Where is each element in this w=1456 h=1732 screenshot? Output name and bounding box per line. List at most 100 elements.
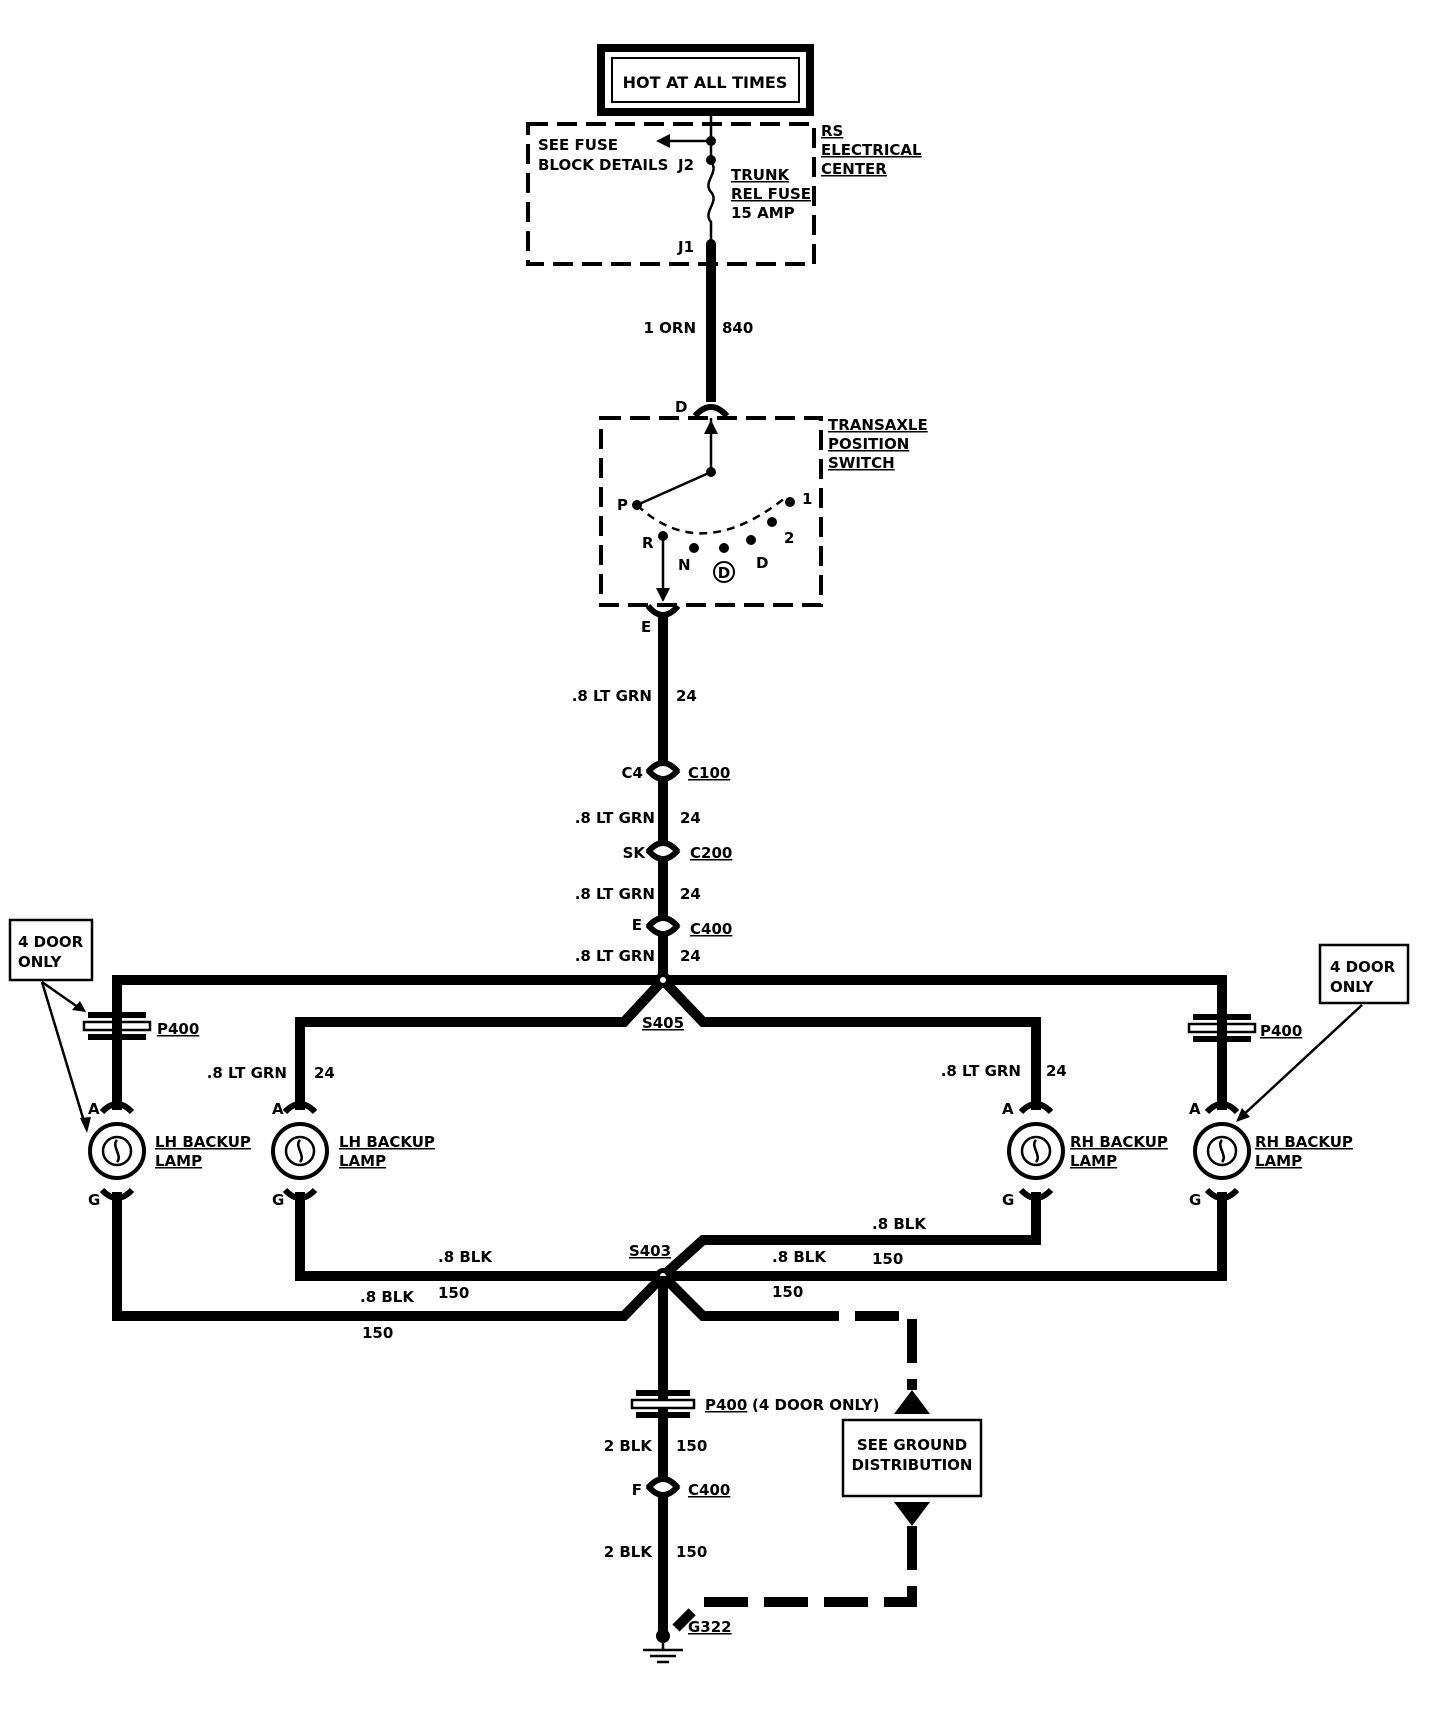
c100-pin: C4: [622, 764, 643, 782]
p400-ground-note: (4 DOOR ONLY): [752, 1396, 880, 1414]
lamp-2-name-2: LAMP: [339, 1152, 386, 1170]
blk-inner-left-label: .8 BLK: [438, 1248, 493, 1266]
blk-inner-right-label: .8 BLK: [872, 1215, 927, 1233]
bulb-icon: [114, 1139, 120, 1163]
wire-24-label-1: .8 LT GRN: [572, 687, 652, 705]
wire-24-label-6: .8 LT GRN: [941, 1062, 1021, 1080]
wire-24-circuit-5: 24: [314, 1064, 335, 1082]
bulb-icon: [1033, 1139, 1039, 1163]
wire-24-circuit-4: 24: [680, 947, 701, 965]
fuse-label-1: TRUNK: [731, 166, 791, 184]
c150-outer-right: 150: [872, 1250, 903, 1268]
arrow-left-icon: [656, 134, 670, 148]
g322-label: G322: [688, 1618, 732, 1636]
lamp-3-name-2: LAMP: [1070, 1152, 1117, 1170]
switch-pos-od: D: [718, 564, 730, 582]
bulb-icon: [297, 1139, 303, 1163]
p400-right-label: P400: [1260, 1022, 1302, 1040]
connector-c400-ground: F C400: [632, 1476, 730, 1499]
switch-pos-n: N: [678, 556, 691, 574]
fuse-block: SEE FUSE BLOCK DETAILS J2 J1 TRUNK REL F…: [526, 112, 922, 266]
blk-outer-left-label: .8 BLK: [360, 1288, 415, 1306]
c400-ground-pin: F: [632, 1481, 642, 1499]
lamp-lh-outer: A G LH BACKUP LAMP: [88, 1100, 251, 1209]
hot-at-all-times-label: HOT AT ALL TIMES: [623, 73, 788, 92]
main-ground-gauge-2: 2 BLK: [604, 1543, 654, 1561]
wire-24-circuit-3: 24: [680, 885, 701, 903]
lamp-2-pin-a: A: [272, 1100, 284, 1118]
lamp-3-pin-g: G: [1002, 1191, 1014, 1209]
c400-pin: E: [632, 916, 642, 934]
wire-24-label-5: .8 LT GRN: [207, 1064, 287, 1082]
splice-s403: S403: [112, 1192, 1227, 1321]
j1-label: J1: [677, 238, 694, 256]
main-ground-circuit-2: 150: [676, 1543, 707, 1561]
note-4-door-left: 4 DOOR ONLY: [8, 918, 94, 1133]
switch-pos-r: R: [642, 534, 654, 552]
main-ground-gauge-1: 2 BLK: [604, 1437, 654, 1455]
lamp-1-pin-a: A: [88, 1100, 100, 1118]
center-label-2: ELECTRICAL: [821, 141, 922, 159]
wire-840-circuit: 840: [722, 319, 753, 337]
c150-outer-left-b: 150: [362, 1324, 393, 1342]
wire-24-circuit-1: 24: [676, 687, 697, 705]
lamp-1-name-2: LAMP: [155, 1152, 202, 1170]
fuse-icon: [707, 161, 715, 244]
hot-at-all-times-box: HOT AT ALL TIMES: [597, 44, 814, 116]
c100-label: C100: [688, 764, 730, 782]
fuse-label-2: REL FUSE: [731, 185, 811, 203]
ground-g322: G322: [643, 1618, 732, 1664]
c400-ground-label: C400: [688, 1481, 730, 1499]
note-4-door-right: 4 DOOR ONLY: [1236, 943, 1410, 1122]
lamp-4-name-1: RH BACKUP: [1255, 1133, 1353, 1151]
blk-outer-right-label: .8 BLK: [772, 1248, 827, 1266]
center-label-1: RS: [821, 122, 843, 140]
lamp-rh-outer: A G RH BACKUP LAMP: [1189, 1100, 1353, 1209]
p400-left: P400: [82, 1012, 199, 1040]
p400-left-label: P400: [157, 1020, 199, 1038]
switch-pin-e: E: [641, 618, 651, 636]
lamp-rh-inner: A G RH BACKUP LAMP: [1002, 1100, 1168, 1209]
switch-label-1: TRANSAXLE: [828, 416, 928, 434]
lamp-3-name-1: RH BACKUP: [1070, 1133, 1168, 1151]
switch-pos-2: 2: [784, 529, 794, 547]
splice-s405: S405: [112, 972, 1227, 1110]
wire-24-label-2: .8 LT GRN: [575, 809, 655, 827]
s403-label: S403: [629, 1242, 671, 1260]
c150-outer-left-a: 150: [438, 1284, 469, 1302]
switch-pos-p: P: [617, 496, 628, 514]
note-left-line1: 4 DOOR: [18, 933, 84, 951]
center-label-3: CENTER: [821, 160, 887, 178]
switch-label-2: POSITION: [828, 435, 909, 453]
switch-pin-d: D: [675, 398, 687, 416]
c400-label: C400: [690, 920, 732, 938]
see-fuse-label-1: SEE FUSE: [538, 136, 618, 154]
p400-right: P400: [1187, 1014, 1302, 1042]
wire-24-label-3: .8 LT GRN: [575, 885, 655, 903]
arrow-down-icon: [656, 588, 670, 602]
c200-label: C200: [690, 844, 732, 862]
lamp-1-name-1: LH BACKUP: [155, 1133, 251, 1151]
j2-label: J2: [677, 156, 694, 174]
switch-pos-1: 1: [802, 490, 812, 508]
lamp-3-pin-a: A: [1002, 1100, 1014, 1118]
lamp-4-pin-a: A: [1189, 1100, 1201, 1118]
arrow-up-icon: [704, 420, 718, 434]
fuse-label-3: 15 AMP: [731, 204, 795, 222]
ground-dist-line-2: DISTRIBUTION: [852, 1456, 973, 1474]
p400-ground: P400 (4 DOOR ONLY): [630, 1390, 880, 1418]
lamp-1-pin-g: G: [88, 1191, 100, 1209]
lamp-2-name-1: LH BACKUP: [339, 1133, 435, 1151]
c150-right-lower: 150: [772, 1283, 803, 1301]
note-right-line2: ONLY: [1330, 978, 1375, 996]
connector-c400: E C400: [632, 915, 732, 938]
main-ground-circuit-1: 150: [676, 1437, 707, 1455]
see-fuse-label-2: BLOCK DETAILS: [538, 156, 668, 174]
switch-pos-d: D: [756, 554, 768, 572]
see-ground-distribution-box: SEE GROUND DISTRIBUTION: [841, 1418, 983, 1498]
lamp-4-name-2: LAMP: [1255, 1152, 1302, 1170]
p400-ground-label: P400: [705, 1396, 747, 1414]
c200-pin: SK: [623, 844, 647, 862]
wire-24-label-4: .8 LT GRN: [575, 947, 655, 965]
